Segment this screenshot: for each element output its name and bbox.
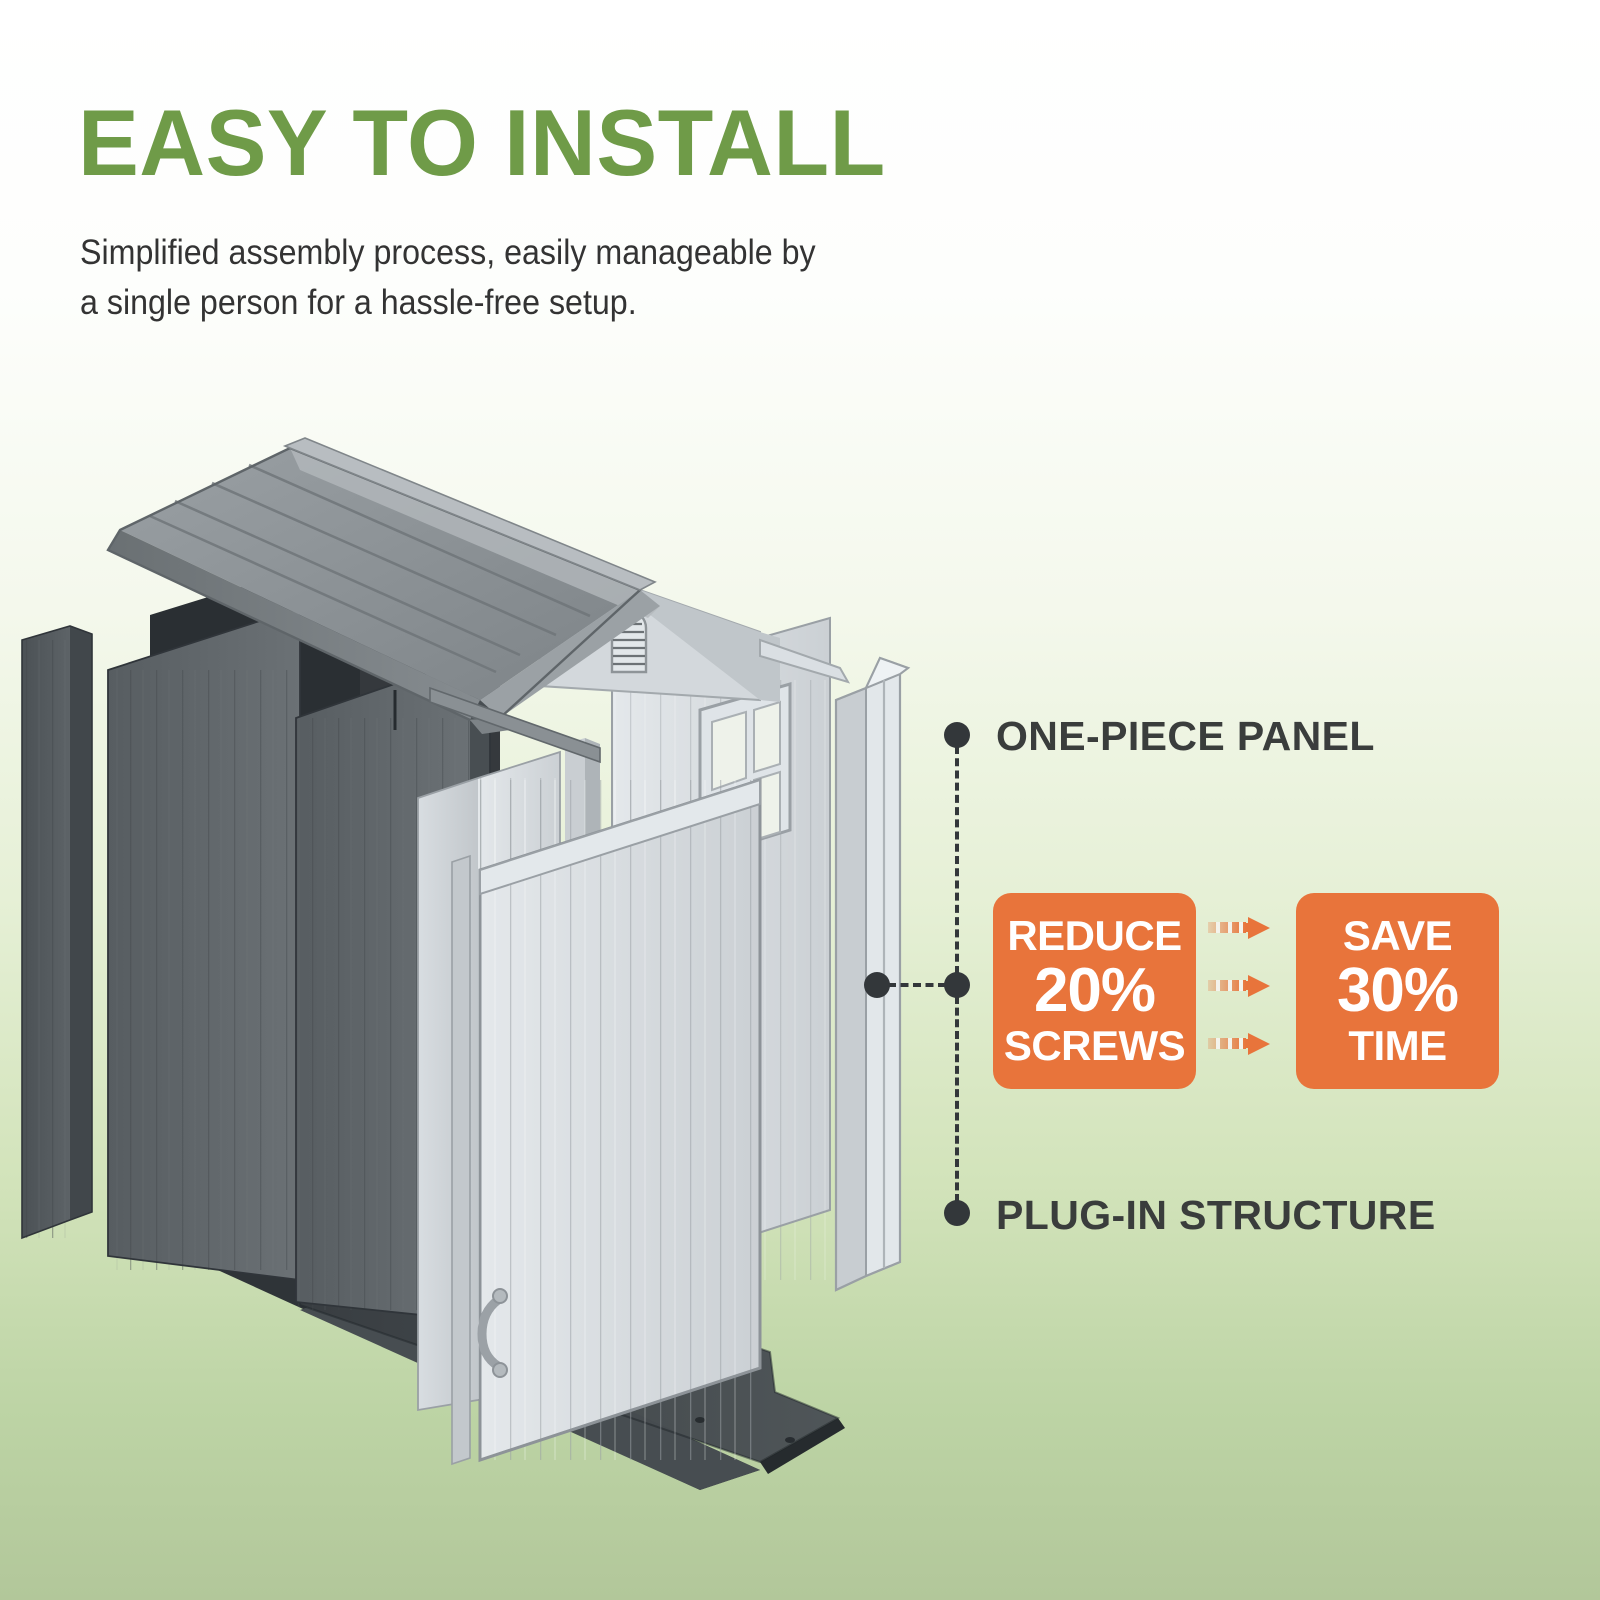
door-handle [477, 1288, 508, 1378]
exploded-shed-illustration [21, 437, 911, 1490]
motion-arrow-3 [1208, 1033, 1270, 1055]
callout-connector-lower [955, 996, 959, 1202]
callout-dot-panel-anchor [864, 972, 890, 998]
side-wall-panel-1 [21, 625, 93, 1240]
badge-save-line3: TIME [1348, 1021, 1447, 1069]
callout-connector-branch [888, 983, 946, 987]
page-subtitle: Simplified assembly process, easily mana… [80, 233, 816, 322]
motion-arrows-group [1208, 917, 1270, 1055]
page-title: EASY TO INSTALL [78, 90, 886, 195]
badge-reduce-line1: REDUCE [1007, 911, 1182, 959]
door-panel [451, 777, 762, 1466]
roof-support-rail [429, 686, 601, 764]
badge-reduce-screws: REDUCE 20% SCREWS [993, 893, 1196, 1089]
callout-dot-junction [944, 972, 970, 998]
callout-label-plug-in-structure: PLUG-IN STRUCTURE [996, 1192, 1436, 1238]
badge-save-value: 30% [1336, 956, 1459, 1026]
roof-panel [106, 437, 660, 734]
callout-dot-one-piece-panel [944, 722, 970, 748]
callout-label-one-piece-panel: ONE-PIECE PANEL [996, 713, 1375, 759]
callout-connector-upper [955, 746, 959, 974]
badge-reduce-line3: SCREWS [1003, 1021, 1186, 1069]
motion-arrow-1 [1208, 917, 1270, 939]
badge-save-line1: SAVE [1342, 911, 1453, 959]
motion-arrow-2 [1208, 975, 1270, 997]
badge-reduce-value: 20% [1033, 956, 1156, 1026]
side-wall-panel-2 [107, 606, 301, 1282]
badge-save-time: SAVE 30% TIME [1296, 893, 1499, 1089]
callout-dot-plug-in-structure [944, 1200, 970, 1226]
